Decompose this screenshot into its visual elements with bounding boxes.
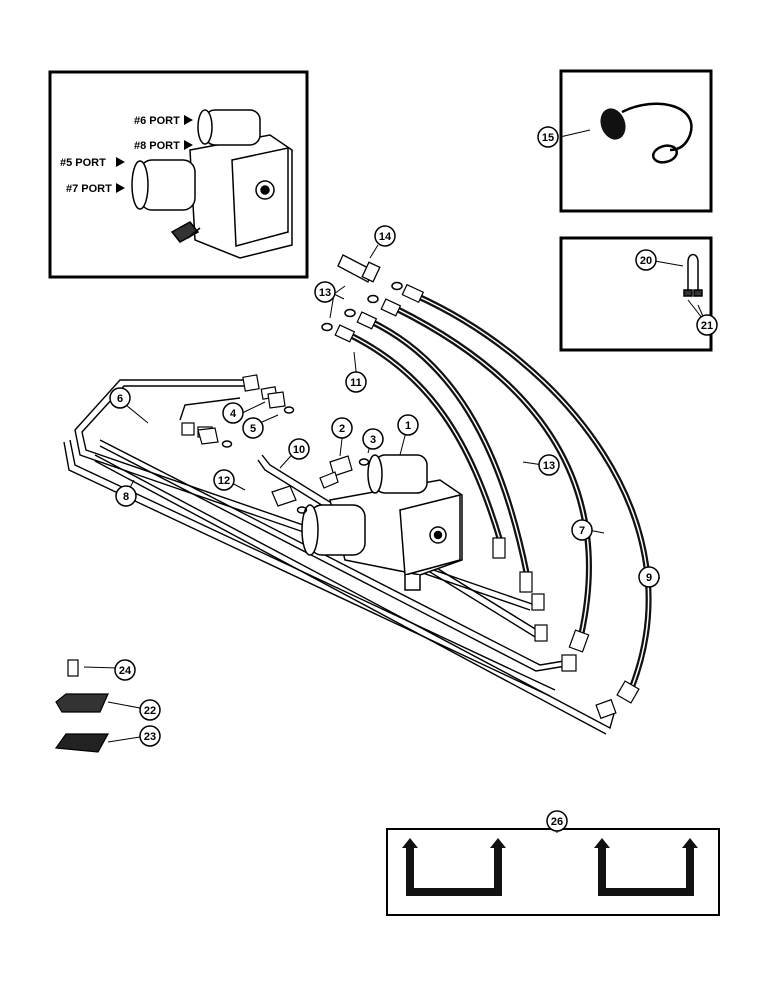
callout-5: 5 (242, 417, 264, 439)
bracket-inset (386, 828, 720, 916)
svg-text:20: 20 (640, 255, 652, 267)
clip-22 (55, 693, 109, 713)
svg-text:7: 7 (579, 525, 585, 537)
spacer-24 (67, 659, 79, 677)
main-control-valve (301, 454, 463, 591)
valve-ports-inset: #6 PORT #8 PORT #5 PORT #7 PORT (48, 70, 309, 279)
callout-6: 6 (109, 387, 131, 409)
svg-text:26: 26 (551, 816, 563, 828)
svg-text:#7 PORT: #7 PORT (66, 183, 112, 195)
svg-text:21: 21 (701, 320, 713, 332)
hose-inner-highlight (349, 294, 650, 693)
callout-26: 26 (546, 810, 568, 832)
callout-20: 20 (635, 249, 657, 271)
svg-text:#5 PORT: #5 PORT (60, 157, 106, 169)
steel-tubes (63, 379, 616, 735)
callout-7: 7 (571, 519, 593, 541)
o-rings (321, 281, 403, 332)
svg-text:12: 12 (218, 475, 230, 487)
svg-text:4: 4 (230, 408, 237, 420)
svg-text:3: 3 (370, 434, 376, 446)
callout-12: 12 (213, 469, 235, 491)
port-label-5: #5 PORT (60, 157, 125, 169)
callout-3: 3 (362, 428, 384, 450)
callout-8: 8 (115, 485, 137, 507)
svg-text:#8 PORT: #8 PORT (134, 140, 180, 152)
u-bolt-illustration (683, 253, 703, 297)
tube-8 (69, 439, 556, 691)
tube-12 (94, 454, 616, 730)
svg-text:15: 15 (542, 132, 554, 144)
dust-cap-illustration (600, 102, 693, 164)
quick-coupler (337, 254, 381, 283)
callout-9: 9 (638, 566, 660, 588)
port-label-7: #7 PORT (66, 183, 125, 195)
callout-21: 21 (696, 314, 718, 336)
tube-10 (99, 439, 571, 666)
svg-text:#6 PORT: #6 PORT (134, 115, 180, 127)
callout-10: 10 (288, 438, 310, 460)
callout-23: 23 (139, 725, 161, 747)
svg-text:9: 9 (646, 572, 652, 584)
svg-text:14: 14 (379, 231, 392, 243)
small-o-rings (221, 406, 370, 514)
svg-text:8: 8 (123, 491, 129, 503)
svg-text:6: 6 (117, 393, 123, 405)
svg-text:10: 10 (293, 444, 305, 456)
callout-11: 11 (345, 371, 367, 393)
svg-text:13: 13 (543, 460, 555, 472)
control-valve-illustration (131, 109, 293, 259)
callout-2: 2 (331, 417, 353, 439)
hose-end-fittings (334, 283, 640, 704)
svg-text:22: 22 (144, 705, 156, 717)
svg-text:24: 24 (119, 665, 132, 677)
callout-16: 15 (537, 126, 559, 148)
clip-23 (54, 733, 110, 753)
svg-text:13: 13 (319, 287, 331, 299)
u-bolt-inset (559, 236, 713, 352)
port-label-6: #6 PORT (134, 115, 193, 127)
svg-text:5: 5 (250, 423, 256, 435)
callout-13: 13 (538, 454, 560, 476)
clip-parts (54, 659, 110, 753)
svg-text:2: 2 (339, 423, 345, 435)
callout-24: 24 (114, 659, 136, 681)
svg-text:23: 23 (144, 731, 156, 743)
svg-text:11: 11 (350, 377, 362, 389)
port-label-8: #8 PORT (134, 140, 193, 152)
elbow-fittings (197, 391, 353, 507)
cap-inset (559, 69, 713, 213)
bracket-illustration-right (594, 838, 698, 896)
callout-1: 1 (397, 414, 419, 436)
svg-text:1: 1 (405, 420, 411, 432)
bracket-illustration-left (402, 838, 506, 896)
callout-4: 4 (222, 402, 244, 424)
callout-22: 22 (139, 699, 161, 721)
callout-15: 14 (374, 225, 396, 247)
callout-14: 13 (314, 281, 336, 303)
